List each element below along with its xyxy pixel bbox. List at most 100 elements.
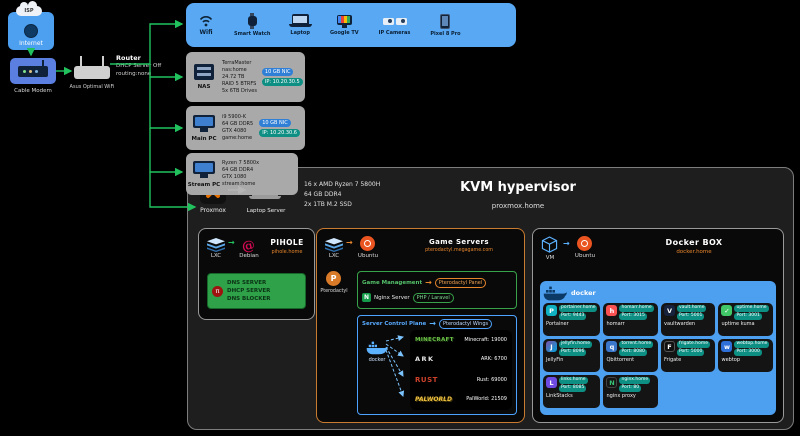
cable-modem-node [10,58,56,84]
camera-icon [382,17,394,25]
pihole-service-list: DNS SERVER DHCP SERVER DNS BLOCKER [227,279,271,304]
jellyfin-icon [546,341,557,352]
host-badge: webtop.home [734,341,770,348]
spec-line: i9 5900-K [222,114,246,120]
spec-line: RAID 5 BTRFS [222,80,257,87]
port-badge: Port: 3015 [619,312,647,320]
nas-label: NAS [197,84,211,90]
globe-icon [24,24,38,38]
nas-specs: TerraMaster nas:home 24.72 TB RAID 5 BTR… [222,56,257,98]
spec-line: Ryzen 7 5800x [222,160,260,166]
minecraft-logo: MINECRAFT [415,337,454,344]
nas-node: NAS TerraMaster nas:home 24.72 TB RAID 5… [186,52,305,102]
spec-line: TerraMaster [222,59,252,66]
pihole-container: LXC → Debian PIHOLE pihole.home DNS SERV… [198,228,315,320]
service-name: Frigate [663,356,682,363]
service-line: DNS BLOCKER [227,296,271,303]
pterodactyl-label: Pterodactyl [320,289,348,294]
main-pc-label: Main PC [191,135,217,142]
nginx-proxy-icon [606,377,618,388]
control-plane-label: Server Control Plane [362,321,427,327]
service-tile-linkstacks: links.home Port: 8085 LinkStacks [543,375,601,408]
service-tile-portainer: portainer.home Port: 9443 Portainer [543,303,601,336]
monitor-icon [193,114,215,132]
lxc-icon [207,237,225,256]
spec-line: 24.72 TB [222,73,245,80]
device-label: Laptop [290,30,310,36]
portainer-icon [546,305,557,316]
port-badge: Port: 5001 [676,312,705,320]
service-name: LinkStacks [546,392,573,399]
host-badge: links.home [559,377,588,384]
stream-pc-label: Stream PC [187,181,221,188]
proxmox-label: Proxmox [200,207,226,214]
game-heading: Game Servers pterodactyl.megagame.com [401,238,517,253]
device-label: Pixel 8 Pro [430,30,461,37]
service-name: vaultwarden [663,320,696,327]
lxc-label: LXC [328,253,340,259]
ip-badge: IP: 10.20.30.5 [261,78,303,86]
service-name: uptime kuma [721,320,755,327]
router-antenna-icon [80,56,82,66]
vm-icon [541,236,558,258]
frigate-icon [663,341,675,352]
linkstacks-icon [546,377,557,388]
kvm-title: KVM hypervisor [460,180,576,195]
arrow-icon: → [563,239,570,248]
palworld-logo: PALWORLD [415,395,452,403]
docker-box-heading: Docker BOX docker.home [629,238,759,255]
stream-pc-node: Stream PC Ryzen 7 5800x 64 GB DDR4 GTX 1… [186,153,298,195]
nginx-server-label: Nginx Server [374,294,410,301]
main-pc-specs: i9 5900-K 64 GB DDR5 GTX 4080 game:home [222,110,254,146]
spec-line: 64 GB DDR4 [222,167,254,173]
wifi-device-googletv: Google TV [329,14,359,36]
ubuntu-icon [360,236,375,251]
qbittorrent-icon [606,341,618,352]
spec-line: 64 GB DDR5 [222,121,254,127]
webtop-icon [721,341,733,352]
vaultwarden-icon [663,305,675,316]
service-tile-uptime-kuma: uptime.home Port: 3001 uptime kuma [718,303,773,336]
game-subtitle: pterodactyl.megagame.com [425,248,493,253]
port-badge: Port: 3001 [734,312,762,320]
router-info: Router DHCP Server Off routing:none [116,54,161,79]
port-badge: Port: 8085 [559,384,587,392]
laptop-server-label: Laptop Server [246,208,286,214]
game-row-palworld: PALWORLD PalWorld: 21509 [413,396,509,403]
spec-line: nas:home [222,66,247,73]
main-pc-node: Main PC i9 5900-K 64 GB DDR5 GTX 4080 ga… [186,106,305,150]
router-dhcp: DHCP Server Off [116,63,162,70]
arrow-icon: → [346,238,353,247]
device-label: IP Cameras [378,29,411,36]
spec-line: 5x 6TB Drives [222,87,257,94]
service-line: DHCP SERVER [227,287,271,294]
docker-label: docker [571,289,596,297]
device-label: Google TV [329,29,359,36]
camera-icon [395,17,407,25]
host-badge: vault.home [676,305,707,312]
spec-line: game:home [222,135,253,141]
vm-label: VM [545,255,555,261]
service-name: Portainer [546,320,569,327]
spec-line: 2x 1TB M.2 SSD [304,200,352,208]
port-badge: Port: 3000 [734,348,762,356]
docker-services-panel: docker portainer.home Port: 9443 Portain… [540,281,776,415]
game-management-box: Game Management → Pterodactyl Panel Ngin… [357,271,517,309]
arrow-icon: → [425,277,432,287]
wifi-icon [199,16,213,27]
spec-line: 64 GB DDR4 [304,190,342,198]
service-tile-qbittorrent: torrent.home Port: 8080 Qbittorrent [603,339,658,372]
ubuntu-label: Ubuntu [574,253,596,259]
ubuntu-label: Ubuntu [357,253,379,259]
service-tile-jellyfin: jellyfin.home Port: 8096 JellyFin [543,339,601,372]
pihole-services-box: DNS SERVER DHCP SERVER DNS BLOCKER [207,273,306,309]
pihole-title: PIHOLE [270,238,304,247]
laptop-server-specs: 16 x AMD Ryzen 7 5800H 64 GB DDR4 2x 1TB… [304,180,380,210]
ip-camera-icons [382,15,407,28]
router-antenna-icon [102,56,104,66]
device-label: Smart Watch [234,31,271,37]
spec-line: GTX 1080 [222,174,247,180]
internet-node: Internet [8,12,54,50]
game-row-ark: ARK ARK: 6700 [413,355,509,363]
